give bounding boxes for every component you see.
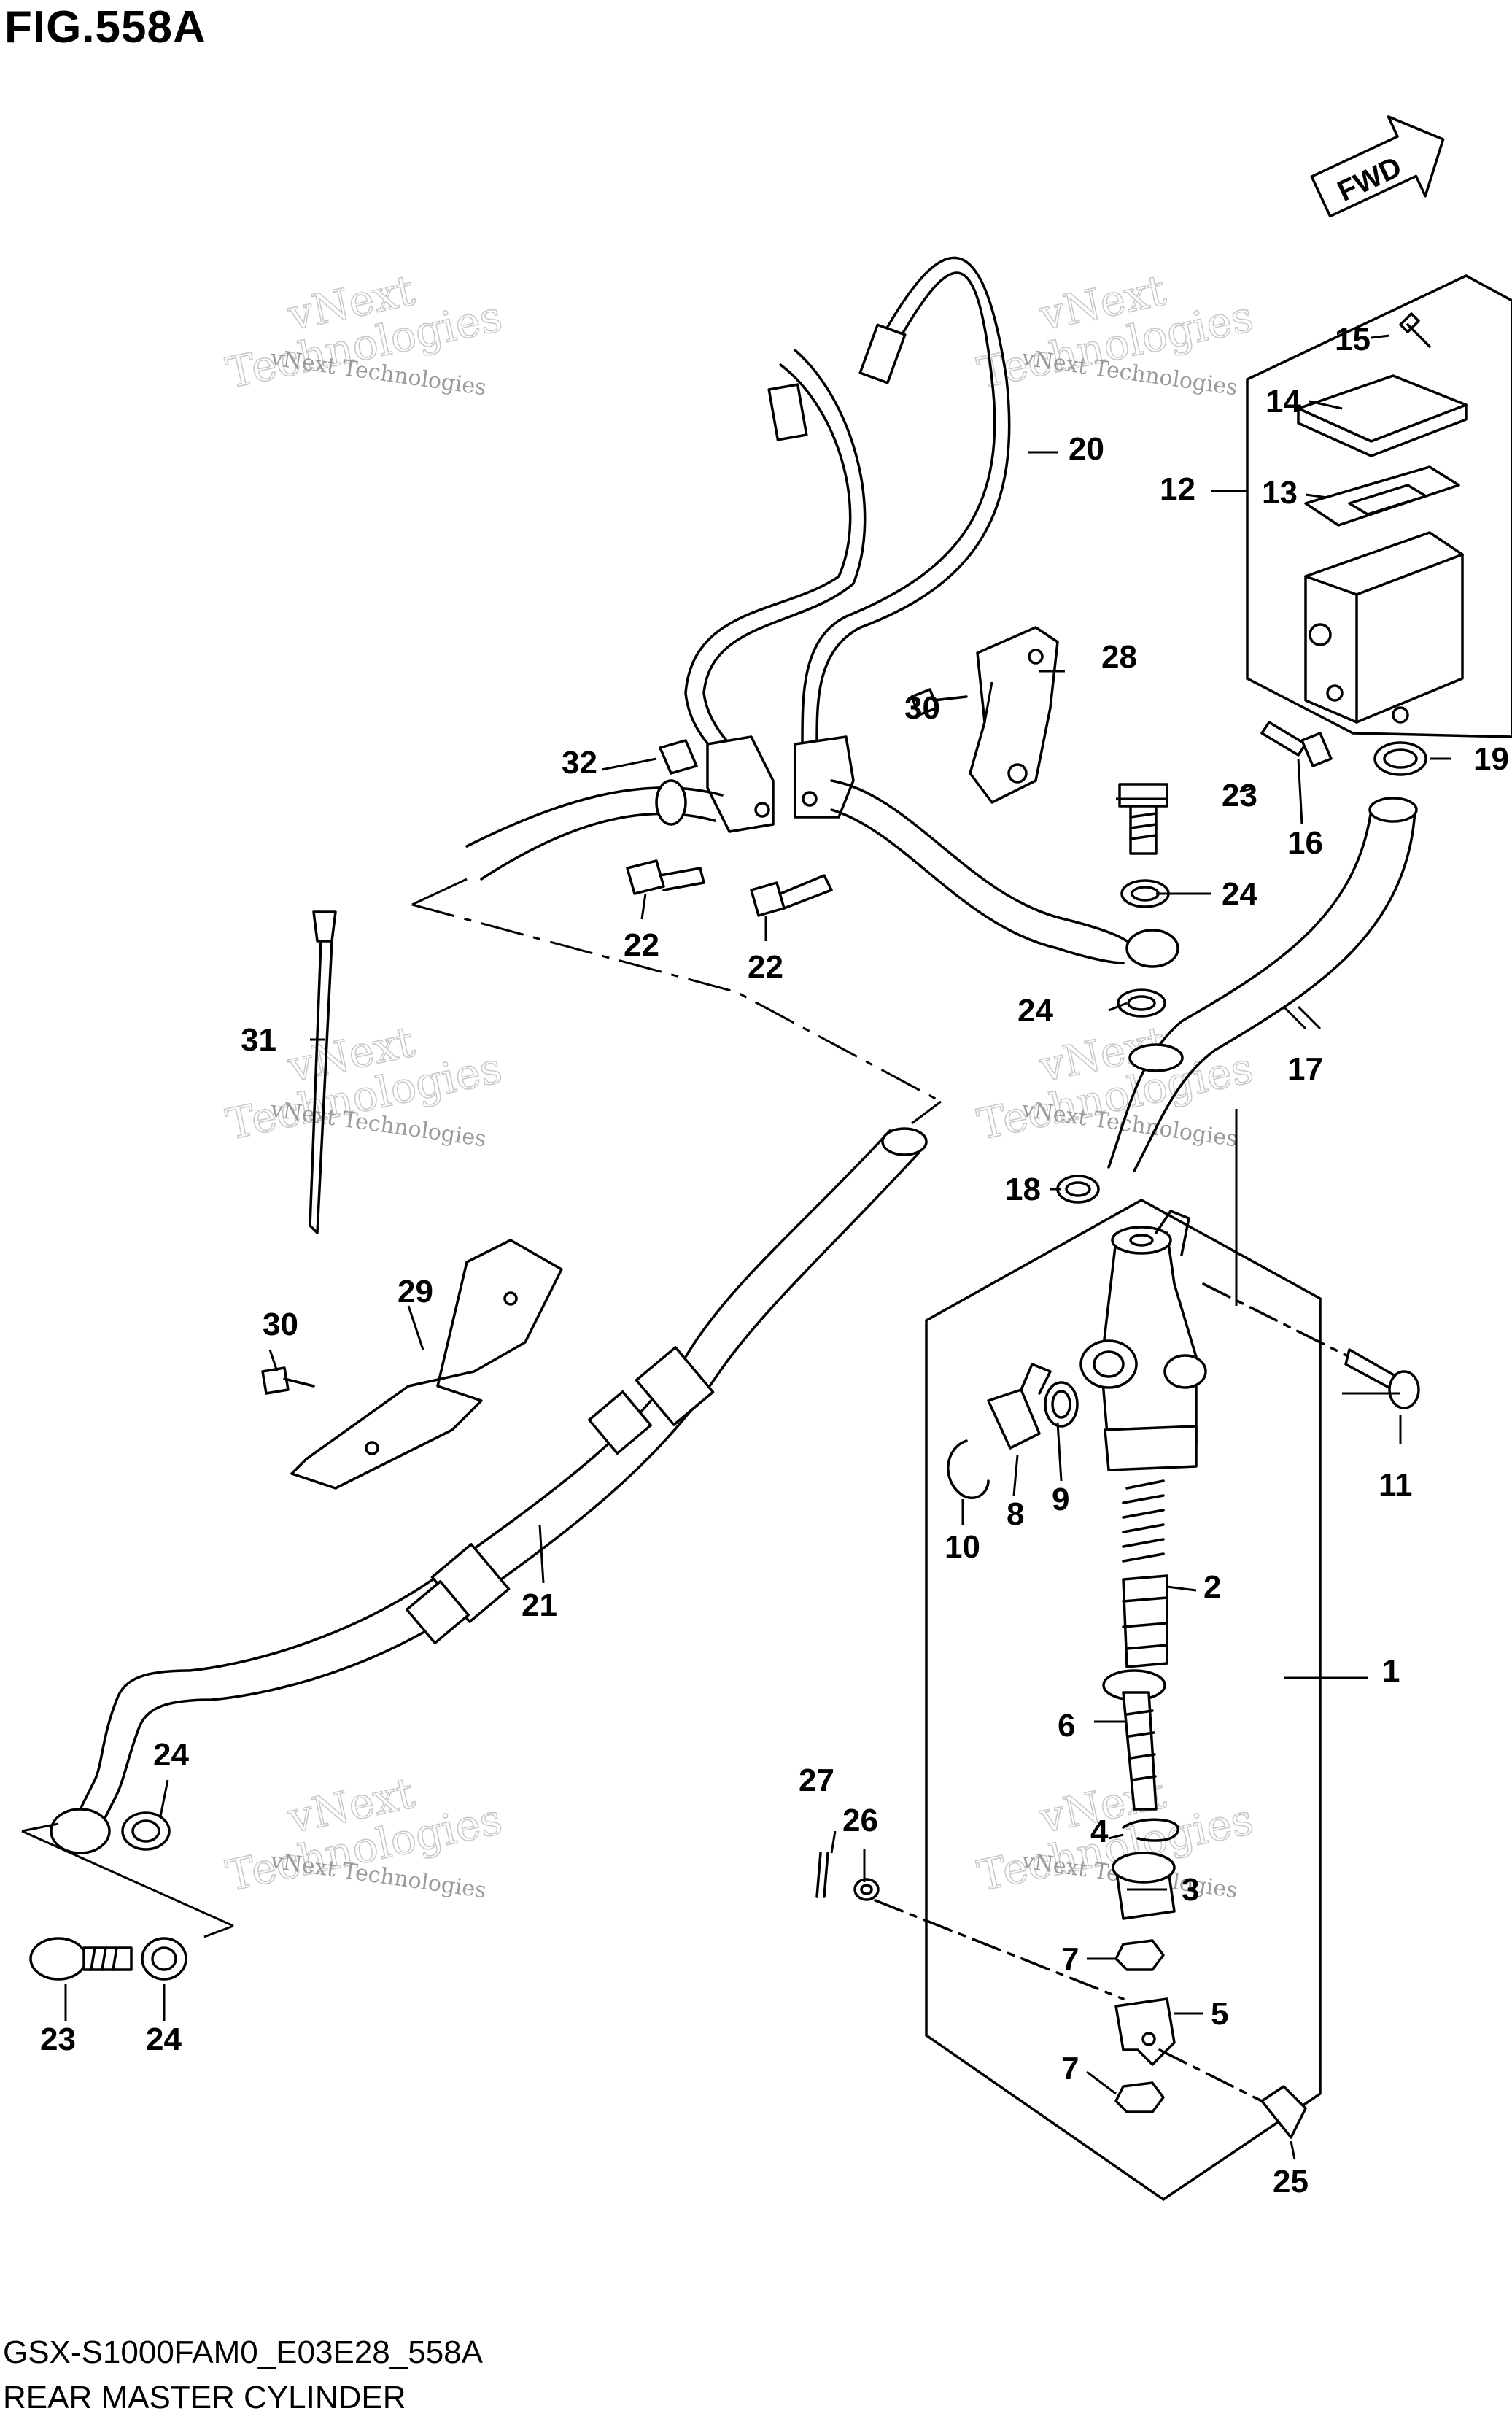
bracket-bolt-lower [261, 1366, 315, 1395]
callout-5: 5 [1211, 1996, 1228, 2032]
hose-clamp-top [1373, 741, 1427, 776]
hose-bracket [969, 626, 1059, 804]
callout-7b: 7 [1061, 2051, 1079, 2086]
callout-15: 15 [1335, 322, 1371, 357]
callout-11: 11 [1379, 1467, 1413, 1503]
piston-spring [1122, 1479, 1168, 1668]
callout-25: 25 [1273, 2164, 1309, 2199]
reservoir-bolt [1260, 721, 1333, 767]
callout-16: 16 [1287, 825, 1323, 861]
callout-9: 9 [1052, 1482, 1069, 1517]
callout-19: 19 [1473, 741, 1509, 777]
callout-4: 4 [1090, 1814, 1109, 1849]
callout-27: 27 [799, 1763, 834, 1798]
callout-31: 31 [241, 1022, 276, 1058]
washer [1117, 988, 1166, 1018]
callout-22b: 22 [748, 949, 783, 985]
washer [141, 1937, 187, 1981]
brake-hose-upper [465, 786, 724, 848]
callout-12: 12 [1160, 471, 1195, 507]
reservoir-box-outline [1246, 274, 1512, 738]
clevis-pin [1158, 2048, 1307, 2139]
callout-32: 32 [562, 745, 597, 781]
callout-22a: 22 [624, 927, 659, 963]
leader-lines [64, 334, 1451, 2160]
figure-code: GSX-S1000FAM0_E03E28_558A [3, 2334, 484, 2370]
clevis [1114, 1997, 1176, 2066]
callout-17: 17 [1287, 1051, 1323, 1087]
reservoir-assembly [1246, 274, 1512, 738]
lock-nut [1114, 1939, 1165, 1971]
long-brake-hose [50, 1127, 928, 1854]
callout-23a: 23 [1222, 778, 1257, 813]
master-cylinder-body [1079, 1210, 1207, 1471]
callout-26: 26 [842, 1803, 878, 1838]
circlip [947, 1439, 990, 1499]
hose-fitting [987, 1363, 1052, 1450]
watermarks: Technologies vNext vNext Technologies Te… [221, 265, 1257, 1904]
mounting-screw [1202, 1282, 1420, 1409]
pipe-bracket [290, 1239, 563, 1490]
callout-24a: 24 [1222, 876, 1257, 912]
callout-14: 14 [1265, 384, 1301, 419]
callout-18: 18 [1005, 1172, 1041, 1207]
callout-30a: 30 [904, 690, 940, 726]
callout-13: 13 [1262, 475, 1298, 511]
washer-26 [853, 1878, 880, 1901]
bracket-bolt [910, 688, 968, 716]
callout-6: 6 [1058, 1708, 1075, 1744]
junction-block [706, 735, 855, 833]
callout-24c: 24 [153, 1737, 189, 1773]
callout-24b: 24 [1017, 993, 1053, 1029]
union-bolt-left [626, 859, 705, 895]
callout-1: 1 [1382, 1653, 1400, 1689]
lock-nut [1114, 2081, 1165, 2113]
union-bolt-bottom [29, 1937, 133, 1981]
connector-line [411, 903, 942, 1103]
figure-name: REAR MASTER CYLINDER [3, 2380, 406, 2415]
snap-ring [1122, 1818, 1179, 1842]
callout-28: 28 [1101, 639, 1137, 675]
union-bolt [1118, 783, 1168, 855]
callout-8: 8 [1007, 1496, 1024, 1532]
reservoir-hose [1107, 797, 1418, 1172]
union-bolt-center [750, 874, 833, 917]
reservoir-tank [1304, 531, 1464, 724]
cable-tie [309, 910, 337, 1234]
callout-21: 21 [522, 1587, 557, 1623]
push-rod [1102, 1669, 1166, 1811]
brake-pipe [684, 256, 1011, 760]
washer [121, 1811, 171, 1851]
label-tag [659, 739, 698, 775]
cap-screw [1399, 312, 1420, 333]
callout-29: 29 [398, 1274, 433, 1309]
callout-2: 2 [1203, 1569, 1221, 1605]
fwd-arrow-icon: FWD [1310, 115, 1445, 218]
figure-title: FIG.558A [4, 2, 206, 53]
callout-10: 10 [945, 1529, 980, 1565]
callout-30b: 30 [263, 1307, 298, 1342]
callout-labels: 1 2 3 4 5 6 7 7 8 9 10 11 12 13 14 15 16… [40, 322, 1509, 2199]
cotter-pin [815, 1852, 829, 1898]
callout-23b: 23 [40, 2021, 76, 2057]
o-ring [1044, 1381, 1079, 1428]
callout-24d: 24 [146, 2021, 182, 2057]
callout-7a: 7 [1061, 1941, 1079, 1977]
hose-clamp-bottom [1056, 1175, 1100, 1204]
callout-3: 3 [1182, 1872, 1199, 1908]
callout-20: 20 [1069, 431, 1104, 467]
master-cylinder-box [925, 1198, 1322, 2202]
